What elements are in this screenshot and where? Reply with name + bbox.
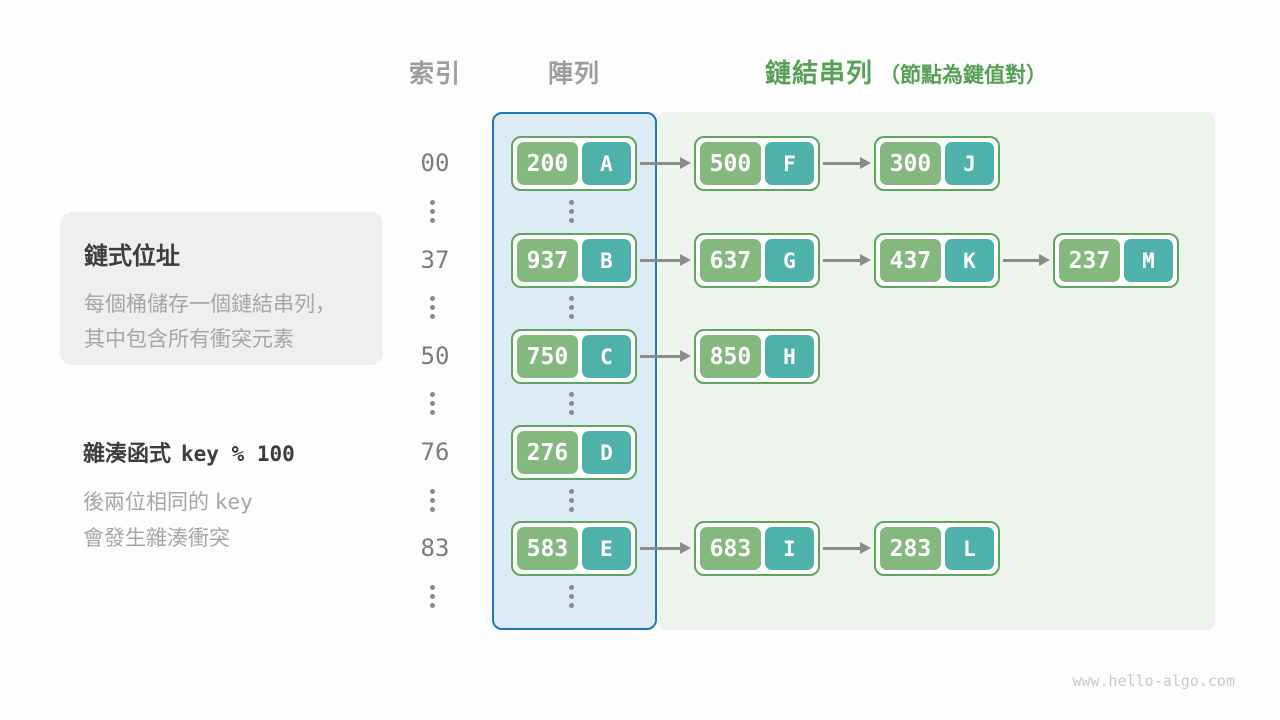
link-arrow <box>640 542 691 554</box>
link-arrow <box>1003 254 1050 266</box>
ellipsis-dots <box>568 296 574 319</box>
ellipsis-dots <box>568 200 574 223</box>
node-value: I <box>764 527 814 570</box>
ellipsis-dots <box>429 585 435 608</box>
node-value: E <box>581 527 631 570</box>
node-key: 583 <box>517 527 578 570</box>
ellipsis-dots <box>568 489 574 512</box>
node-value: G <box>764 239 814 282</box>
node-key: 750 <box>517 335 578 378</box>
website-watermark: www.hello-algo.com <box>1072 672 1235 690</box>
node-value: B <box>581 239 631 282</box>
link-arrow <box>823 157 871 169</box>
node-value: L <box>944 527 994 570</box>
hash-function-line1-text: 後兩位相同的 <box>83 491 215 514</box>
node-value: C <box>581 335 631 378</box>
node-key: 850 <box>700 335 761 378</box>
hash-function-body: 後兩位相同的 key 會發生雜湊衝突 <box>83 484 295 557</box>
node-key: 200 <box>517 142 578 185</box>
bucket-index-50: 50 <box>420 341 450 370</box>
node-key: 437 <box>880 239 941 282</box>
link-arrow <box>640 350 691 362</box>
bucket-index-37: 37 <box>420 245 450 274</box>
node-key: 500 <box>700 142 761 185</box>
bucket-index-00: 00 <box>420 148 450 177</box>
ellipsis-dots <box>429 489 435 512</box>
node-value: J <box>944 142 994 185</box>
node-value: A <box>581 142 631 185</box>
chaining-info-line1: 每個桶儲存一個鏈結串列， <box>84 293 336 316</box>
chaining-info-title: 鏈式位址 <box>84 243 180 270</box>
hash-function-line2: 會發生雜湊衝突 <box>83 527 230 550</box>
hash-function-formula: key % 100 <box>181 442 295 466</box>
node-key: 237 <box>1059 239 1120 282</box>
hash-function-line1: 後兩位相同的 key <box>83 484 295 521</box>
linked-list-header-title: 鏈結串列 <box>765 58 874 88</box>
node-key: 637 <box>700 239 761 282</box>
node-value: K <box>944 239 994 282</box>
node-value: F <box>764 142 814 185</box>
link-arrow <box>640 157 691 169</box>
node-key: 300 <box>880 142 941 185</box>
node-value: D <box>581 431 631 474</box>
linked-list-header: 鏈結串列（節點為鍵值對） <box>765 53 1047 90</box>
node-key: 683 <box>700 527 761 570</box>
linked-list-header-note: （節點為鍵值對） <box>879 64 1048 87</box>
hash-function-line1-key: key <box>214 490 253 514</box>
hash-function-title-prefix: 雜湊函式 <box>83 441 172 466</box>
ellipsis-dots <box>429 392 435 415</box>
chaining-info-line2: 其中包含所有衝突元素 <box>84 328 294 351</box>
hash-function-title: 雜湊函式 key % 100 <box>83 436 295 468</box>
link-arrow <box>640 254 691 266</box>
ellipsis-dots <box>429 200 435 223</box>
array-column-header: 陣列 <box>547 60 600 88</box>
chaining-info-body: 每個桶儲存一個鏈結串列， 其中包含所有衝突元素 <box>84 287 359 357</box>
node-key: 283 <box>880 527 941 570</box>
node-key: 937 <box>517 239 578 282</box>
link-arrow <box>823 542 871 554</box>
node-value: H <box>764 335 814 378</box>
node-key: 276 <box>517 431 578 474</box>
chaining-info-card: 鏈式位址 每個桶儲存一個鏈結串列， 其中包含所有衝突元素 <box>60 212 383 365</box>
link-arrow <box>823 254 871 266</box>
node-value: M <box>1123 239 1173 282</box>
hash-function-note: 雜湊函式 key % 100 後兩位相同的 key 會發生雜湊衝突 <box>83 436 295 557</box>
bucket-index-76: 76 <box>420 437 450 466</box>
ellipsis-dots <box>429 296 435 319</box>
ellipsis-dots <box>568 585 574 608</box>
ellipsis-dots <box>568 392 574 415</box>
bucket-index-83: 83 <box>420 533 450 562</box>
index-column-header: 索引 <box>408 60 461 88</box>
